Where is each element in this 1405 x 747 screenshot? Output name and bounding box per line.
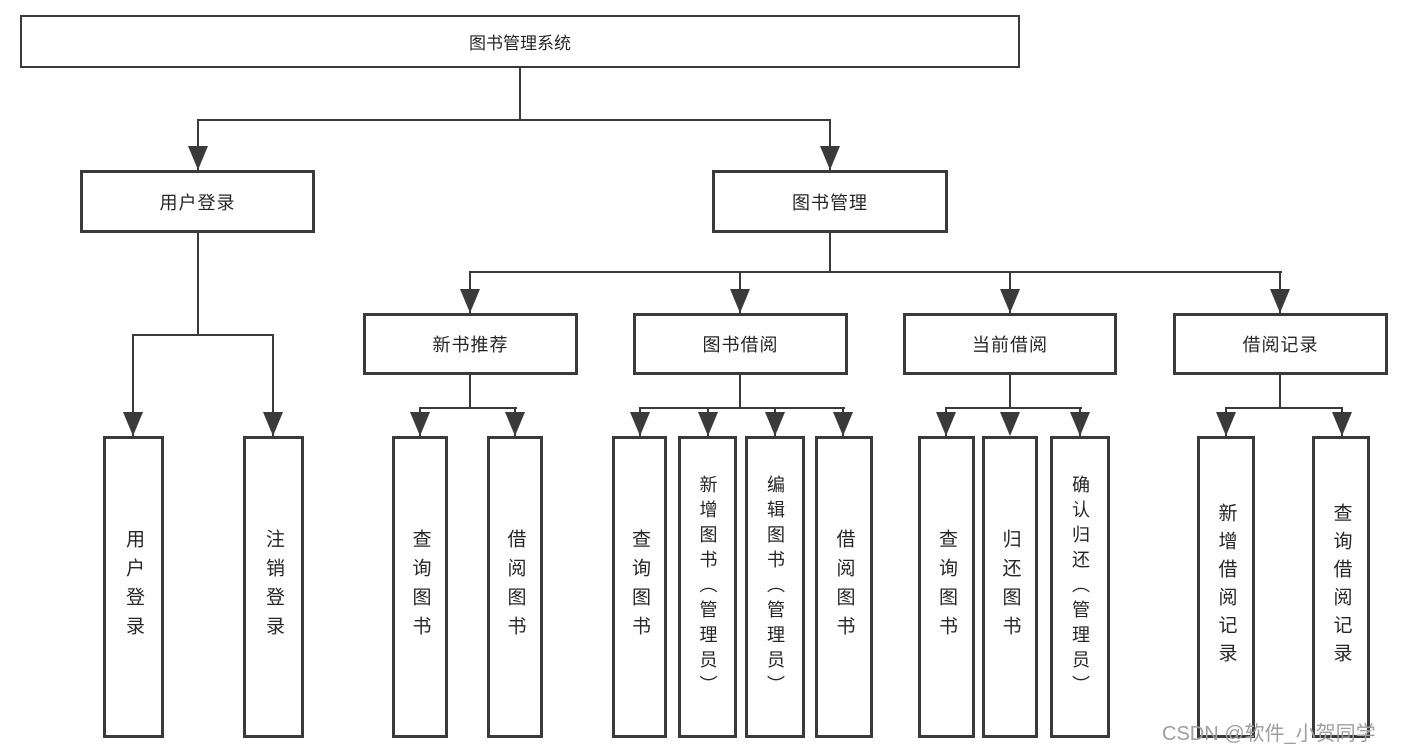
- arrow-down-icon: [698, 412, 718, 436]
- leaf-bb-query-book: 查询图书: [612, 436, 667, 738]
- connector-line: [739, 375, 741, 409]
- leaf-br-add-record-label: 新增借阅记录: [1215, 503, 1237, 671]
- leaf-cb-confirm-return: 确认归还（管理员）: [1050, 436, 1110, 738]
- connector-line: [1279, 375, 1281, 409]
- node-user-login: 用户登录: [80, 170, 315, 233]
- arrow-down-icon: [410, 412, 430, 436]
- node-current-borrow: 当前借阅: [903, 313, 1117, 375]
- connector-line: [829, 233, 831, 273]
- arrow-down-icon: [936, 412, 956, 436]
- leaf-cb-return-book-label: 归还图书: [999, 529, 1021, 645]
- arrow-down-icon: [765, 412, 785, 436]
- leaf-br-query-record-label: 查询借阅记录: [1330, 503, 1352, 671]
- leaf-logout: 注销登录: [243, 436, 304, 738]
- connector-line: [469, 271, 1282, 273]
- node-root: 图书管理系统: [20, 15, 1020, 68]
- node-borrow-records: 借阅记录: [1173, 313, 1388, 375]
- leaf-cb-query-book: 查询图书: [918, 436, 975, 738]
- arrow-down-icon: [1000, 289, 1020, 313]
- node-book-management-label: 图书管理: [792, 192, 868, 213]
- leaf-user-login: 用户登录: [103, 436, 164, 738]
- connector-line: [1225, 407, 1343, 409]
- leaf-nbr-query-book: 查询图书: [392, 436, 448, 738]
- leaf-logout-label: 注销登录: [263, 529, 284, 645]
- arrow-down-icon: [123, 412, 143, 436]
- node-new-book-recommend: 新书推荐: [363, 313, 578, 375]
- leaf-bb-edit-book-label: 编辑图书（管理员）: [765, 474, 785, 700]
- arrow-down-icon: [1270, 289, 1290, 313]
- leaf-nbr-borrow-book-label: 借阅图书: [504, 529, 526, 645]
- node-user-login-label: 用户登录: [159, 192, 236, 213]
- node-borrow-records-label: 借阅记录: [1242, 335, 1319, 355]
- arrow-down-icon: [833, 412, 853, 436]
- leaf-nbr-borrow-book: 借阅图书: [487, 436, 543, 738]
- connector-line: [945, 407, 1082, 409]
- connector-line: [1009, 375, 1011, 409]
- connector-line: [197, 119, 831, 121]
- connector-line: [197, 119, 199, 170]
- node-book-borrow-label: 图书借阅: [702, 335, 779, 355]
- connector-line: [519, 68, 521, 120]
- arrow-down-icon: [263, 412, 283, 436]
- arrow-down-icon: [820, 146, 840, 170]
- arrow-down-icon: [505, 412, 525, 436]
- leaf-bb-query-book-label: 查询图书: [629, 529, 650, 645]
- node-new-book-recommend-label: 新书推荐: [432, 335, 509, 355]
- connector-line: [829, 119, 831, 170]
- connector-line: [419, 407, 517, 409]
- arrow-down-icon: [1332, 412, 1352, 436]
- connector-line: [197, 233, 199, 336]
- leaf-br-query-record: 查询借阅记录: [1312, 436, 1370, 738]
- csdn-watermark: CSDN @软件_小贺同学: [1162, 723, 1376, 745]
- arrow-down-icon: [730, 289, 750, 313]
- leaf-nbr-query-book-label: 查询图书: [409, 529, 431, 645]
- leaf-bb-add-book-label: 新增图书（管理员）: [697, 474, 718, 700]
- leaf-user-login-label: 用户登录: [123, 529, 144, 645]
- leaf-bb-borrow-book: 借阅图书: [815, 436, 873, 738]
- arrow-down-icon: [1216, 412, 1236, 436]
- arrow-down-icon: [1070, 412, 1090, 436]
- node-book-management: 图书管理: [712, 170, 948, 233]
- arrow-down-icon: [1000, 412, 1020, 436]
- leaf-bb-edit-book: 编辑图书（管理员）: [745, 436, 805, 738]
- arrow-down-icon: [460, 289, 480, 313]
- node-current-borrow-label: 当前借阅: [972, 335, 1048, 355]
- node-root-label: 图书管理系统: [469, 34, 571, 53]
- arrow-down-icon: [630, 412, 650, 436]
- leaf-cb-query-book-label: 查询图书: [936, 529, 957, 645]
- connector-line: [639, 407, 845, 409]
- arrow-down-icon: [188, 146, 208, 170]
- connector-line: [132, 334, 274, 336]
- leaf-cb-return-book: 归还图书: [982, 436, 1038, 738]
- node-book-borrow: 图书借阅: [633, 313, 848, 375]
- leaf-bb-borrow-book-label: 借阅图书: [833, 529, 855, 645]
- connector-line: [272, 334, 274, 436]
- connector-line: [132, 334, 134, 436]
- leaf-bb-add-book: 新增图书（管理员）: [678, 436, 737, 738]
- connector-line: [469, 375, 471, 409]
- leaf-cb-confirm-return-label: 确认归还（管理员）: [1070, 474, 1090, 700]
- leaf-br-add-record: 新增借阅记录: [1197, 436, 1255, 738]
